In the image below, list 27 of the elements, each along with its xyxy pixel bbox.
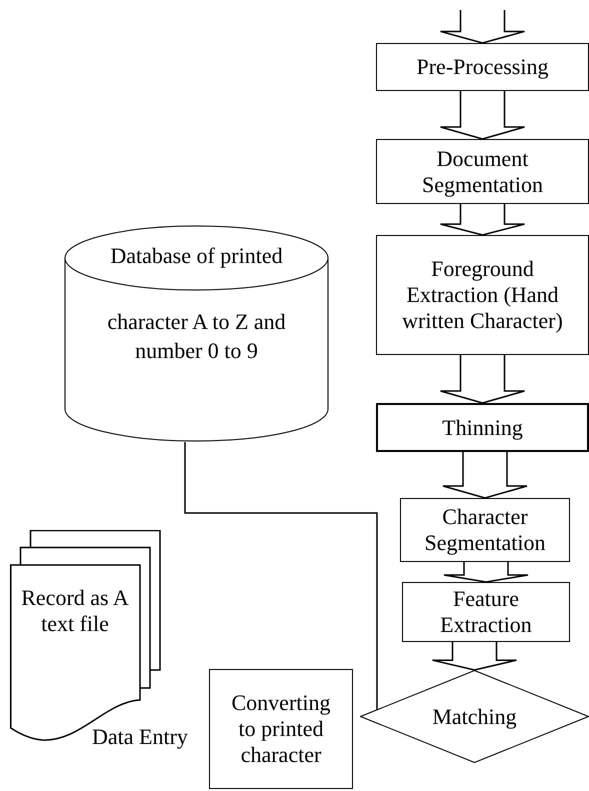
node-text: Matching [432,703,517,731]
node-text: Document Segmentation [421,146,544,198]
process-box [402,582,570,642]
block-arrow [440,354,526,404]
block-arrow [442,451,528,499]
node-text: Database of printed [110,243,283,269]
process-box [376,43,589,91]
process-box [376,235,589,355]
process-box [376,403,589,452]
block-arrow [443,561,529,583]
process-box [400,498,570,562]
block-arrow [432,641,518,671]
node-text: character A to Z and number 0 to 9 [106,308,287,365]
node-text: Thinning [442,414,523,440]
process-box [376,139,589,204]
node-text: Character Segmentation [424,504,546,556]
process-box [209,669,353,789]
decision-diamond [360,670,589,763]
connector-line [184,442,378,710]
block-arrow [440,203,526,236]
node-text: Converting to printed character [230,690,332,768]
node-text: Foreground Extraction (Hand written Character) [401,256,564,334]
node-text: Feature Extraction [439,586,533,638]
block-arrow [440,90,526,140]
node-text: Pre-Processing [416,54,548,80]
database-cylinder [64,225,329,442]
block-arrow [440,9,526,44]
